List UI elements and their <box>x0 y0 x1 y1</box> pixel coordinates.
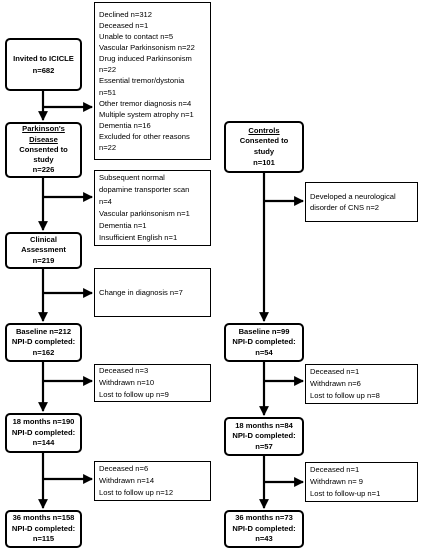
controls-loss-1-line-1: Deceased n=1 <box>310 367 360 377</box>
controls-loss-1-line-2: Withdrawn n=6 <box>310 379 361 389</box>
controls-loss-2-line-1: Deceased n=1 <box>310 465 360 475</box>
pd-consented-line-2: study <box>33 155 54 165</box>
excluded-line-6: n=22 <box>99 65 117 75</box>
controls-consented-line-2: study <box>253 147 275 156</box>
pd-loss-1-line-2: Withdrawn n=10 <box>99 378 155 388</box>
controls-excluded-line-2: disorder of CNS n=2 <box>310 203 380 212</box>
pd-excluded-line-4: Vascular parkinsonism n=1 <box>99 209 190 218</box>
clinical-line-2: Assessment <box>21 245 66 255</box>
controls-loss-2-line-2: Withdrawn n= 9 <box>310 477 363 487</box>
excluded-line-12: Excluded for other reasons <box>99 131 190 141</box>
controls-36m-box: 36 months n=73 NPI-D completed: n=43 <box>224 510 304 548</box>
controls-36m-line-1: 36 months n=73 <box>235 513 293 523</box>
pd-loss-1-box: Deceased n=3 Withdrawn n=10 Lost to foll… <box>94 364 211 402</box>
controls-loss-1-box: Deceased n=1 Withdrawn n=6 Lost to follo… <box>305 364 418 404</box>
excluded-line-4: Vascular Parkinsonism n=22 <box>99 43 195 53</box>
clinical-line-3: n=219 <box>32 255 55 265</box>
pd-consented-line-3: n=226 <box>32 165 55 175</box>
controls-baseline-line-1: Baseline n=99 <box>238 326 290 336</box>
controls-loss-2-box: Deceased n=1 Withdrawn n= 9 Lost to foll… <box>305 462 418 502</box>
pd-excluded-box: Subsequent normal dopamine transporter s… <box>94 170 211 246</box>
controls-18m-box: 18 months n=84 NPI-D completed: n=57 <box>224 417 304 456</box>
pd-loss-2-box: Deceased n=6 Withdrawn n=14 Lost to foll… <box>94 461 211 501</box>
pd-excluded-line-6: Insufficient English n=1 <box>99 233 178 243</box>
controls-consented-box: Controls Consented to study n=101 <box>224 121 304 173</box>
controls-baseline-box: Baseline n=99 NPI-D completed: n=54 <box>224 323 304 362</box>
controls-loss-1-line-3: Lost to follow up n=8 <box>310 390 380 400</box>
pd-excluded-line-5: Dementia n=1 <box>99 221 147 231</box>
pd-consented-line-1: Consented to <box>19 144 68 154</box>
pd-heading-line-1: Parkinson's <box>22 124 65 134</box>
invited-line-2: n=682 <box>32 65 55 75</box>
excluded-line-10: Multiple system atrophy n=1 <box>99 109 194 119</box>
pd-18m-line-2: NPI-D completed: <box>11 427 76 437</box>
pd-36m-line-3: n=115 <box>32 534 55 544</box>
pd-excluded-line-1: Subsequent normal <box>99 172 165 182</box>
pd-baseline-box: Baseline n=212 NPI-D completed: n=162 <box>5 323 82 362</box>
pd-18m-line-3: n=144 <box>32 438 55 448</box>
pd-36m-line-1: 36 months n=158 <box>12 513 75 523</box>
clinical-line-1: Clinical <box>29 234 57 244</box>
change-diagnosis-line: Change in diagnosis n=7 <box>99 287 183 297</box>
controls-18m-line-3: n=57 <box>255 441 273 451</box>
controls-36m-line-2: NPI-D completed: <box>232 523 296 533</box>
excluded-line-7: Essential tremor/dystonia <box>99 76 185 86</box>
excluded-line-8: n=51 <box>99 87 117 97</box>
pd-heading-line-2: Disease <box>29 134 58 144</box>
excluded-line-11: Dementia n=16 <box>99 120 151 130</box>
controls-baseline-line-2: NPI-D completed: <box>232 337 296 347</box>
pd-loss-1-line-3: Lost to follow up n=9 <box>99 389 169 399</box>
pd-consented-box: Parkinson's Disease Consented to study n… <box>5 122 82 178</box>
pd-baseline-line-3: n=162 <box>32 347 55 357</box>
pd-36m-line-2: NPI-D completed: <box>11 523 76 533</box>
controls-18m-line-1: 18 months n=84 <box>235 420 293 430</box>
pd-baseline-line-2: NPI-D completed: <box>11 337 76 347</box>
invited-line-1: Invited to ICICLE <box>13 54 74 64</box>
pd-excluded-line-2: dopamine transporter scan <box>99 184 190 194</box>
pd-loss-1-line-1: Deceased n=3 <box>99 366 149 376</box>
controls-consented-line-1: Consented to <box>239 136 289 146</box>
pd-loss-2-line-3: Lost to follow up n=12 <box>99 487 174 497</box>
excluded-line-9: Other tremor diagnosis n=4 <box>99 98 192 108</box>
change-diagnosis-box: Change in diagnosis n=7 <box>94 268 211 317</box>
excluded-initial-box: Declined n=312 Deceased n=1 Unable to co… <box>94 2 211 160</box>
pd-18m-box: 18 months n=190 NPI-D completed: n=144 <box>5 413 82 453</box>
pd-excluded-line-3: n=4 <box>99 196 112 206</box>
pd-baseline-line-1: Baseline n=212 <box>15 326 72 336</box>
excluded-line-1: Declined n=312 <box>99 9 152 19</box>
controls-loss-2-line-3: Lost to follow-up n=1 <box>310 488 381 498</box>
pd-loss-2-line-2: Withdrawn n=14 <box>99 476 155 486</box>
controls-excluded-box: Developed a neurological disorder of CNS… <box>305 182 418 222</box>
invited-box: Invited to ICICLE n=682 <box>5 38 82 91</box>
excluded-line-5: Drug induced Parkinsonism <box>99 54 192 64</box>
excluded-line-2: Deceased n=1 <box>99 21 149 31</box>
controls-consented-line-3: n=101 <box>253 157 275 167</box>
controls-baseline-line-3: n=54 <box>255 347 273 357</box>
controls-excluded-line-1: Developed a neurological <box>310 191 396 201</box>
pd-36m-box: 36 months n=158 NPI-D completed: n=115 <box>5 510 82 548</box>
excluded-line-13: n=22 <box>99 142 117 152</box>
controls-36m-line-3: n=43 <box>255 534 273 544</box>
controls-heading: Controls <box>248 125 280 135</box>
excluded-line-3: Unable to contact n=5 <box>99 32 174 42</box>
pd-18m-line-1: 18 months n=190 <box>12 417 75 427</box>
clinical-assessment-box: Clinical Assessment n=219 <box>5 232 82 269</box>
pd-loss-2-line-1: Deceased n=6 <box>99 464 149 474</box>
controls-18m-line-2: NPI-D completed: <box>232 431 296 441</box>
